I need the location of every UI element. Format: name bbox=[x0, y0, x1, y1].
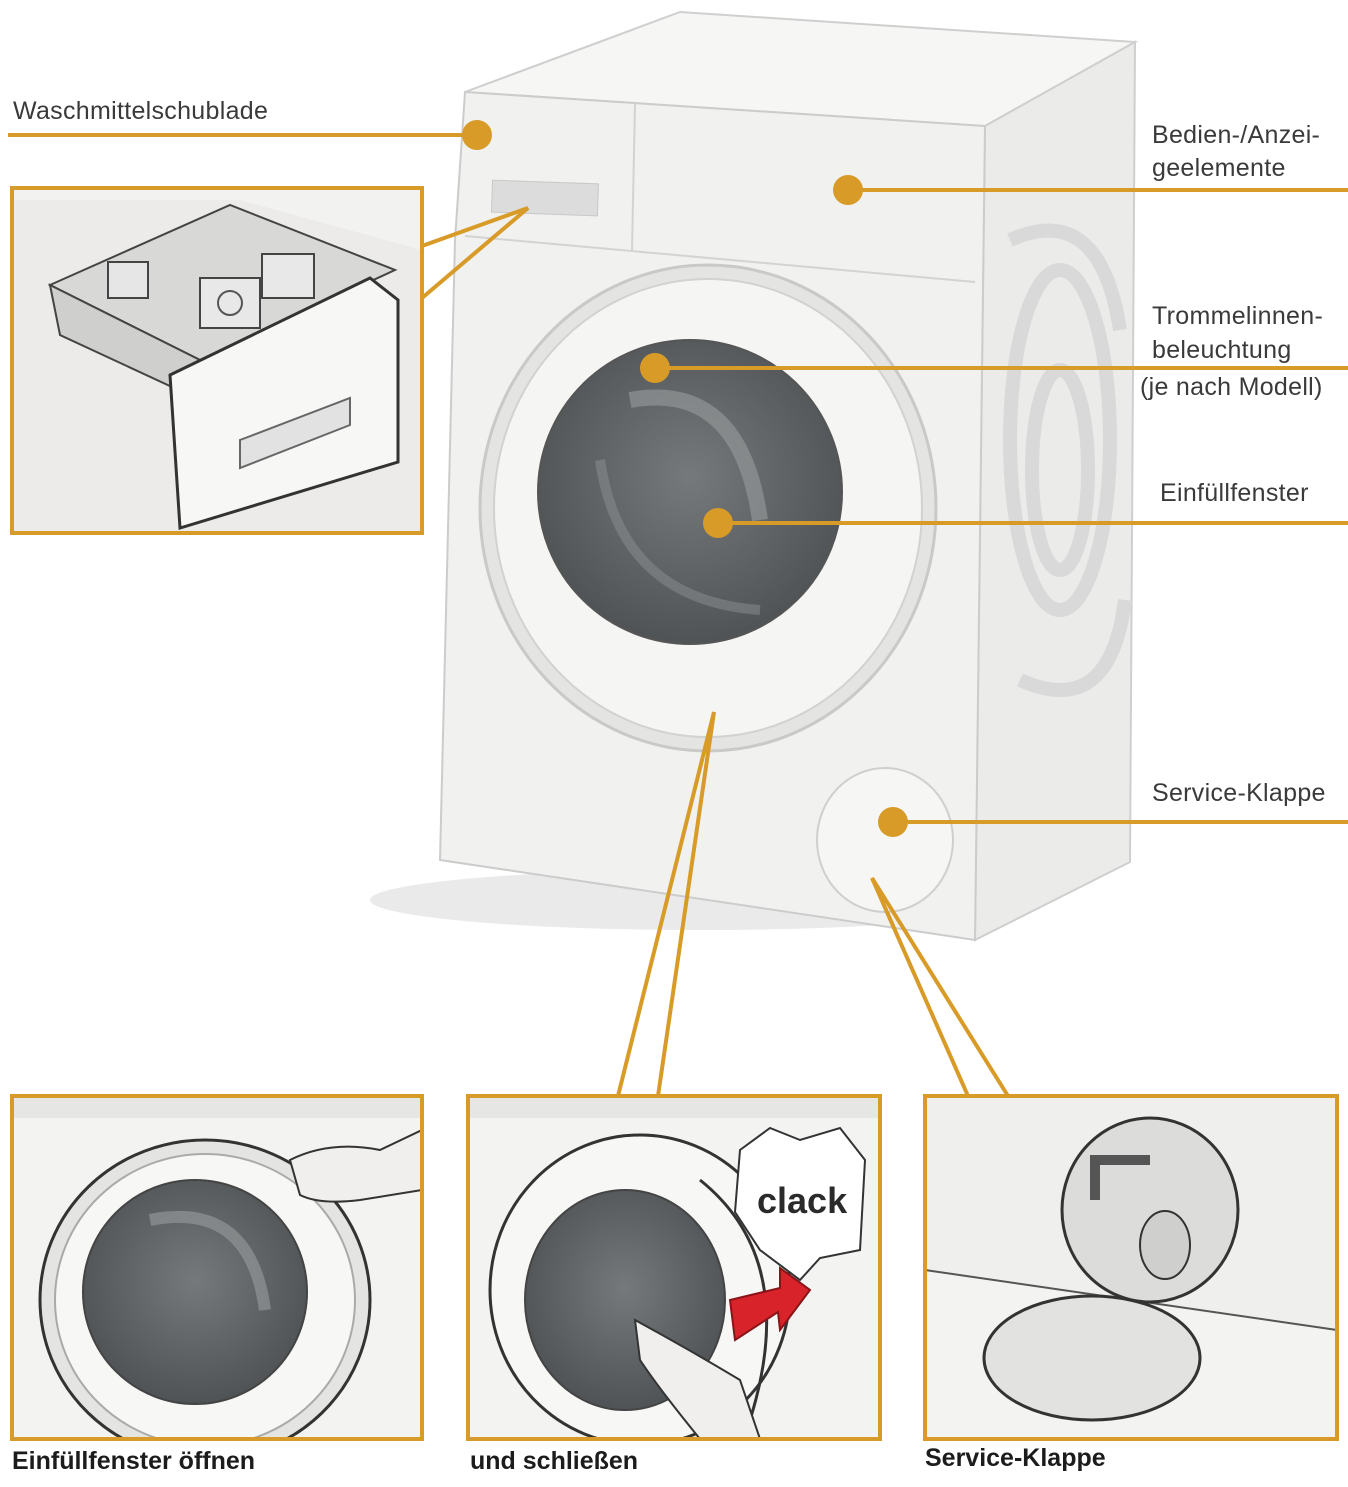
controls-label-line2: geelemente bbox=[1152, 154, 1286, 182]
clack-burst bbox=[733, 1126, 867, 1282]
drawer-dot bbox=[462, 120, 492, 150]
door-dot bbox=[703, 508, 733, 538]
service-panel-frame bbox=[923, 1094, 1339, 1441]
controls-dot bbox=[833, 175, 863, 205]
callout-lines bbox=[8, 133, 1348, 1098]
close-door-panel-art bbox=[468, 1096, 880, 1439]
callout-dots bbox=[462, 120, 908, 837]
open-door-panel-frame bbox=[10, 1094, 424, 1441]
drawer-handle bbox=[490, 179, 600, 217]
drawer-inset-frame bbox=[10, 186, 424, 535]
drum-light-dot bbox=[640, 353, 670, 383]
washing-machine bbox=[370, 10, 1139, 942]
service-flap-dot bbox=[878, 807, 908, 837]
close-door-caption: und schließen bbox=[470, 1447, 639, 1475]
drum-light-label-line1: Trommelinnen- bbox=[1152, 302, 1324, 330]
close-arrow bbox=[728, 1266, 812, 1342]
service-flap-label: Service-Klappe bbox=[1152, 779, 1326, 807]
open-door-panel-art bbox=[12, 1096, 422, 1439]
service-flap bbox=[816, 767, 954, 913]
drum-light-label-line2: beleuchtung bbox=[1152, 336, 1292, 364]
open-door-caption: Einfüllfenster öffnen bbox=[12, 1447, 256, 1475]
drawer-label: Waschmittelschublade bbox=[13, 97, 269, 125]
service-flap-caption: Service-Klappe bbox=[925, 1444, 1106, 1472]
service-flap-lid bbox=[982, 1294, 1202, 1422]
door-label: Einfüllfenster bbox=[1160, 479, 1309, 507]
drawer-inset bbox=[12, 188, 422, 533]
controls-label-line1: Bedien-/Anzei- bbox=[1152, 121, 1321, 149]
service-panel-art bbox=[925, 1096, 1337, 1439]
door-glass bbox=[537, 339, 843, 645]
close-door-panel-frame bbox=[466, 1094, 882, 1441]
clack-text: clack bbox=[757, 1180, 848, 1221]
drum-light-label-line3: (je nach Modell) bbox=[1140, 373, 1323, 401]
